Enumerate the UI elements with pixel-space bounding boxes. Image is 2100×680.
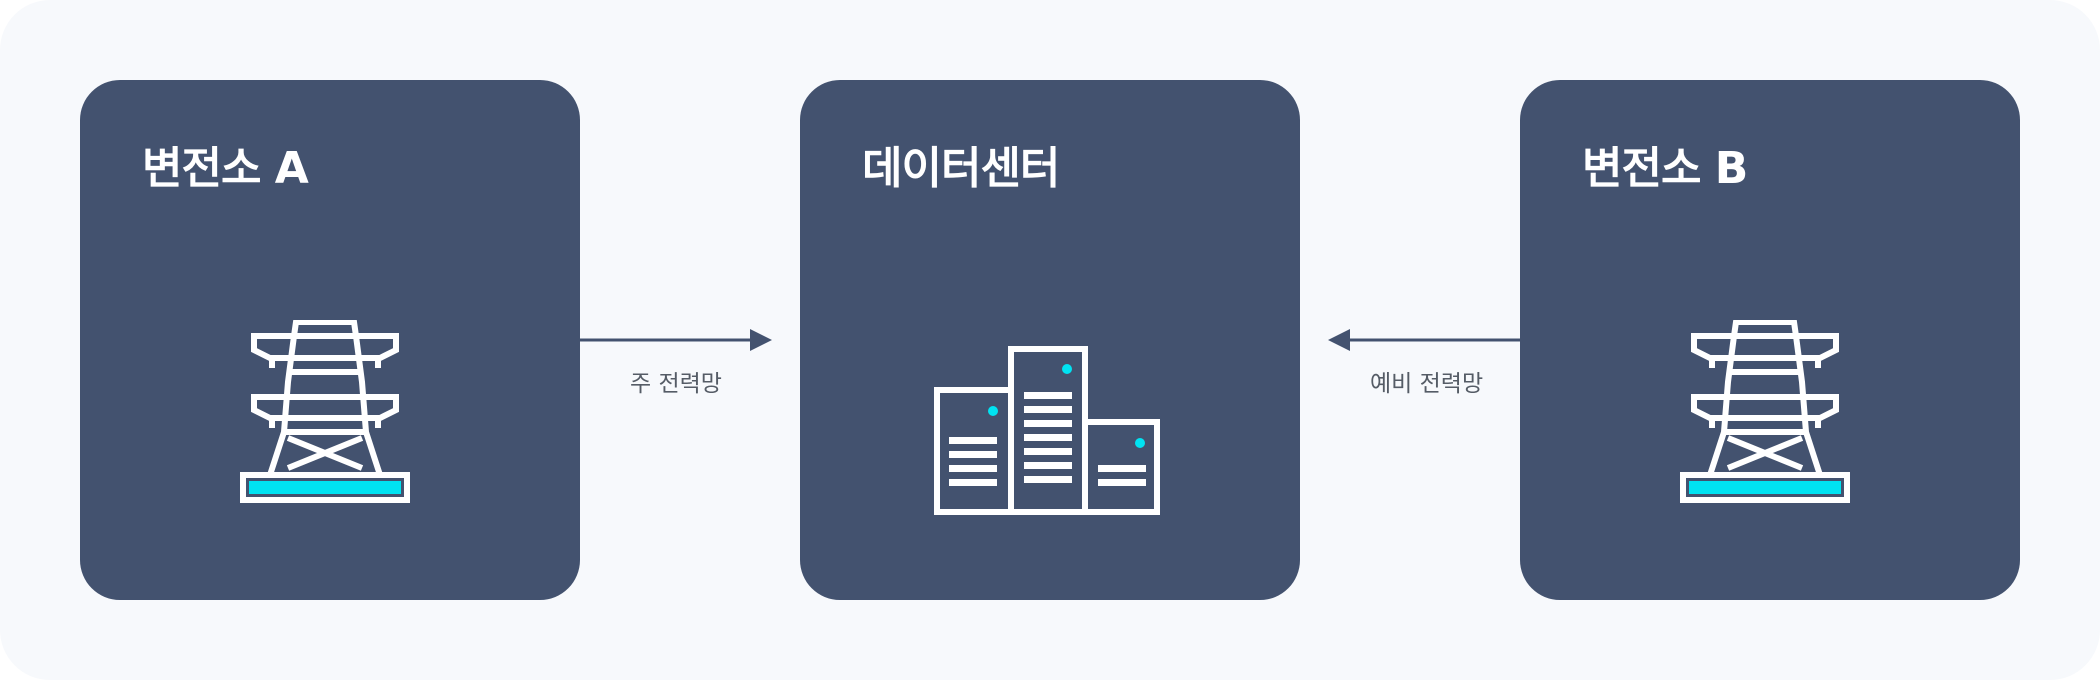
node-title: 데이터센터 — [862, 143, 1060, 194]
transmission-tower-icon — [1680, 320, 1850, 503]
transmission-tower-icon — [240, 320, 410, 503]
data-center-buildings-icon — [934, 346, 1160, 515]
node-substation-b: 변전소 B — [1520, 80, 2020, 600]
node-title: 변전소 B — [1582, 143, 1748, 194]
edge-label-primary: 주 전력망 — [630, 371, 722, 397]
node-title: 변전소 A — [142, 143, 309, 194]
edge-label-backup: 예비 전력망 — [1370, 371, 1484, 397]
node-data-center: 데이터센터 — [800, 80, 1300, 600]
edge-arrow-backup — [1328, 329, 1520, 351]
edge-arrow-primary — [580, 329, 772, 351]
node-substation-a: 변전소 A — [80, 80, 580, 600]
